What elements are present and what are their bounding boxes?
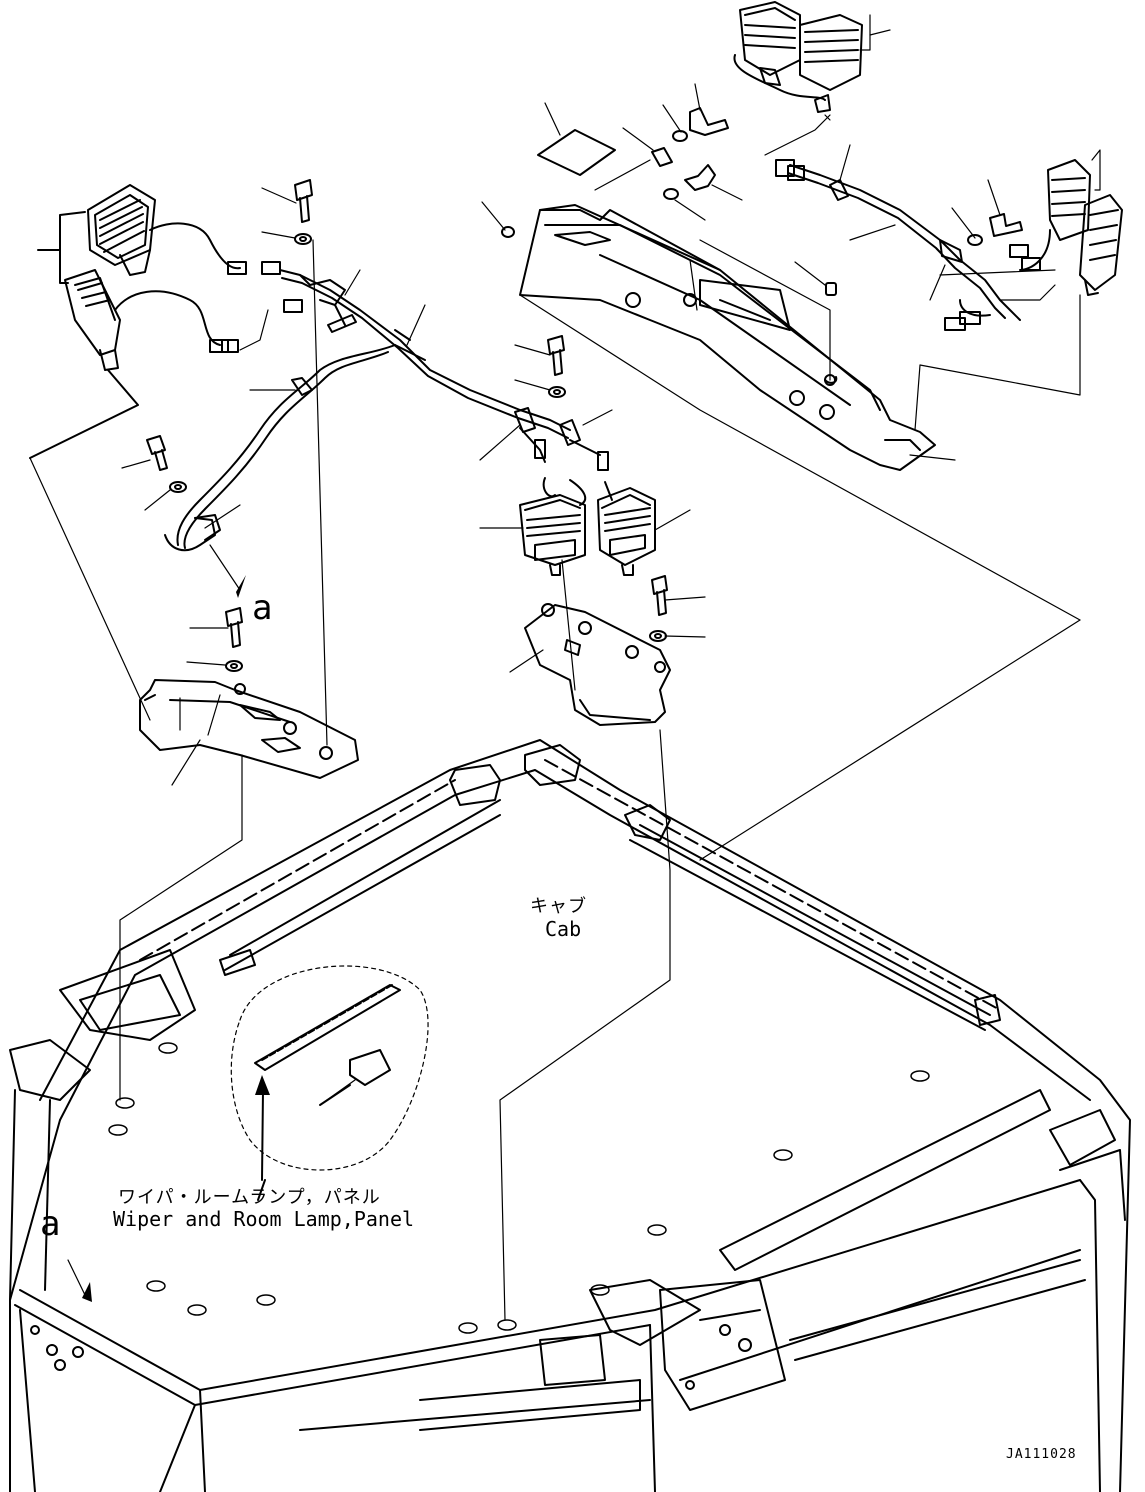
wire-harness-left xyxy=(164,269,609,552)
view-arrow-a-top-label: a xyxy=(252,588,273,628)
drawing-code: JA111028 xyxy=(1006,1447,1077,1462)
cab-label-en: Cab xyxy=(545,917,582,941)
fasteners xyxy=(146,107,1023,672)
panel-label-jp: ワイパ・ルームランプ，パネル xyxy=(118,1187,381,1208)
rear-work-lights xyxy=(733,1,1123,296)
caution-plate xyxy=(537,129,616,176)
left-work-light-assembly xyxy=(29,184,303,459)
rear-light-beam xyxy=(519,204,936,471)
panel-label-en: Wiper and Room Lamp,Panel xyxy=(113,1207,415,1231)
left-mount-bracket xyxy=(139,679,359,779)
leader-lines xyxy=(29,14,1101,1321)
wiper-panel-inset xyxy=(230,965,429,1201)
cab-roof xyxy=(9,739,1131,1492)
right-mount-bracket xyxy=(524,603,671,726)
wire-harness-right xyxy=(775,159,1021,331)
front-work-lights xyxy=(519,477,656,576)
roof-bolt-holes xyxy=(108,1042,930,1334)
cab-label-jp: キャブ xyxy=(530,896,587,917)
view-arrow-a-bottom-label: a xyxy=(40,1204,61,1244)
